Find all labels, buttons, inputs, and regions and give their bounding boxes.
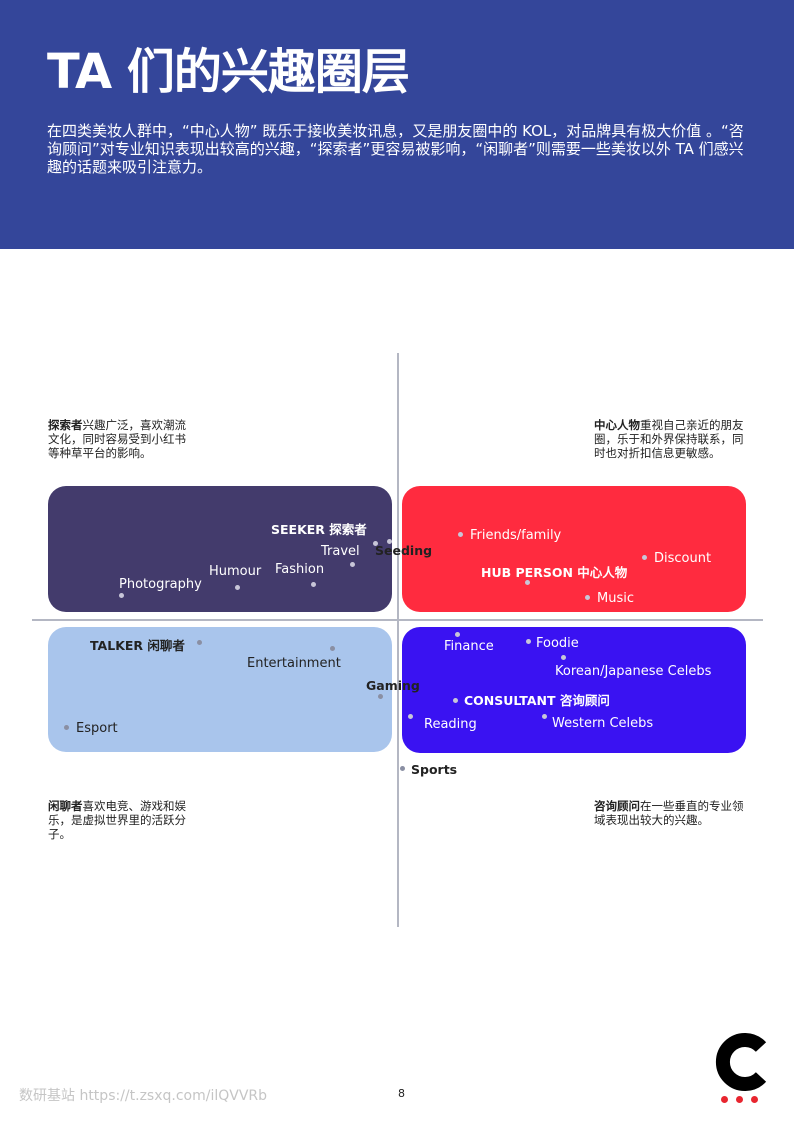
humour-dot bbox=[235, 585, 240, 590]
reading-dot bbox=[408, 714, 413, 719]
music-dot bbox=[585, 595, 590, 600]
c-logo-icon bbox=[715, 1033, 767, 1091]
interest-esport: Esport bbox=[76, 721, 118, 736]
seeding-dot bbox=[387, 539, 392, 544]
logo-red-dot bbox=[721, 1096, 728, 1103]
sports-label: Sports bbox=[411, 762, 458, 777]
finance-dot bbox=[455, 632, 460, 637]
interest-humour: Humour bbox=[209, 564, 262, 579]
travel-dot bbox=[350, 562, 355, 567]
talker-dot bbox=[197, 640, 202, 645]
horizontal-axis bbox=[32, 619, 763, 621]
interest-photography: Photography bbox=[119, 577, 202, 592]
seeker-description: 探索者兴趣广泛，喜欢潮流文化，同时容易受到小红书等种草平台的影响。 bbox=[48, 418, 186, 460]
discount-dot bbox=[642, 555, 647, 560]
seeker-description-bold: 探索者 bbox=[48, 418, 83, 432]
talker-description: 闲聊者喜欢电竞、游戏和娱乐，是虚拟世界里的活跃分子。 bbox=[48, 799, 186, 841]
gaming-label: Gaming bbox=[366, 678, 420, 693]
entertainment-dot bbox=[330, 646, 335, 651]
interest-friends-family: Friends/family bbox=[470, 528, 562, 543]
interest-travel: Travel bbox=[321, 544, 360, 559]
interest-reading: Reading bbox=[424, 717, 477, 732]
interest-entertainment: Entertainment bbox=[247, 656, 341, 671]
consultant-description-bold: 咨询顾问 bbox=[594, 799, 640, 813]
interest-fashion: Fashion bbox=[275, 562, 325, 577]
photography-dot bbox=[119, 593, 124, 598]
vertical-axis bbox=[397, 353, 399, 927]
seeker-quadrant-box bbox=[48, 486, 392, 612]
talker-description-bold: 闲聊者 bbox=[48, 799, 83, 813]
seeding-label: Seeding bbox=[375, 543, 433, 558]
seeker-description-text: 兴趣广泛，喜欢潮流文化，同时容易受到小红书等种草平台的影响。 bbox=[48, 418, 186, 460]
consultant-title: CONSULTANT 咨询顾问 bbox=[464, 693, 610, 708]
consultant-description-text: 在一些垂直的专业领域表现出较大的兴趣。 bbox=[594, 799, 744, 827]
page-number: 8 bbox=[398, 1087, 405, 1100]
consultant-dot bbox=[453, 698, 458, 703]
talker-description-text: 喜欢电竞、游戏和娱乐，是虚拟世界里的活跃分子。 bbox=[48, 799, 186, 841]
seeker-title: SEEKER 探索者 bbox=[271, 522, 367, 537]
hub-description-text: 重视自己亲近的朋友圈，乐于和外界保持联系，同时也对折扣信息更敏感。 bbox=[594, 418, 744, 460]
korean-japanese-celebs-dot bbox=[561, 655, 566, 660]
fashion-dot bbox=[311, 582, 316, 587]
gaming-dot bbox=[378, 694, 383, 699]
hub-title: HUB PERSON 中心人物 bbox=[481, 565, 628, 580]
sports-dot bbox=[400, 766, 405, 771]
consultant-description: 咨询顾问在一些垂直的专业领域表现出较大的兴趣。 bbox=[594, 799, 750, 827]
interest-korean-japanese-celebs: Korean/Japanese Celebs bbox=[555, 664, 712, 679]
consultant-quadrant-box bbox=[402, 627, 746, 753]
seeker-dot bbox=[373, 541, 378, 546]
hub-quadrant-box bbox=[402, 486, 746, 612]
hub-dot bbox=[525, 580, 530, 585]
western-celebs-dot bbox=[542, 714, 547, 719]
friends-family-dot bbox=[458, 532, 463, 537]
foodie-dot bbox=[526, 639, 531, 644]
logo-red-dot bbox=[736, 1096, 743, 1103]
intro-paragraph: 在四类美妆人群中，“中心人物” 既乐于接收美妆讯息，又是朋友圈中的 KOL，对品… bbox=[47, 122, 744, 176]
esport-dot bbox=[64, 725, 69, 730]
header-banner: TA 们的兴趣圈层 在四类美妆人群中，“中心人物” 既乐于接收美妆讯息，又是朋友… bbox=[0, 0, 794, 249]
talker-title: TALKER 闲聊者 bbox=[90, 638, 185, 653]
footer-watermark: 数研基站 https://t.zsxq.com/ilQVVRb bbox=[19, 1088, 268, 1104]
interest-finance: Finance bbox=[444, 639, 494, 654]
hub-description-bold: 中心人物 bbox=[594, 418, 640, 432]
logo-red-dot bbox=[751, 1096, 758, 1103]
interest-music: Music bbox=[597, 591, 634, 606]
hub-description: 中心人物重视自己亲近的朋友圈，乐于和外界保持联系，同时也对折扣信息更敏感。 bbox=[594, 418, 750, 460]
interest-discount: Discount bbox=[654, 551, 712, 566]
interest-western-celebs: Western Celebs bbox=[552, 716, 654, 731]
page-title: TA 们的兴趣圈层 bbox=[47, 44, 410, 100]
interest-foodie: Foodie bbox=[536, 636, 579, 651]
